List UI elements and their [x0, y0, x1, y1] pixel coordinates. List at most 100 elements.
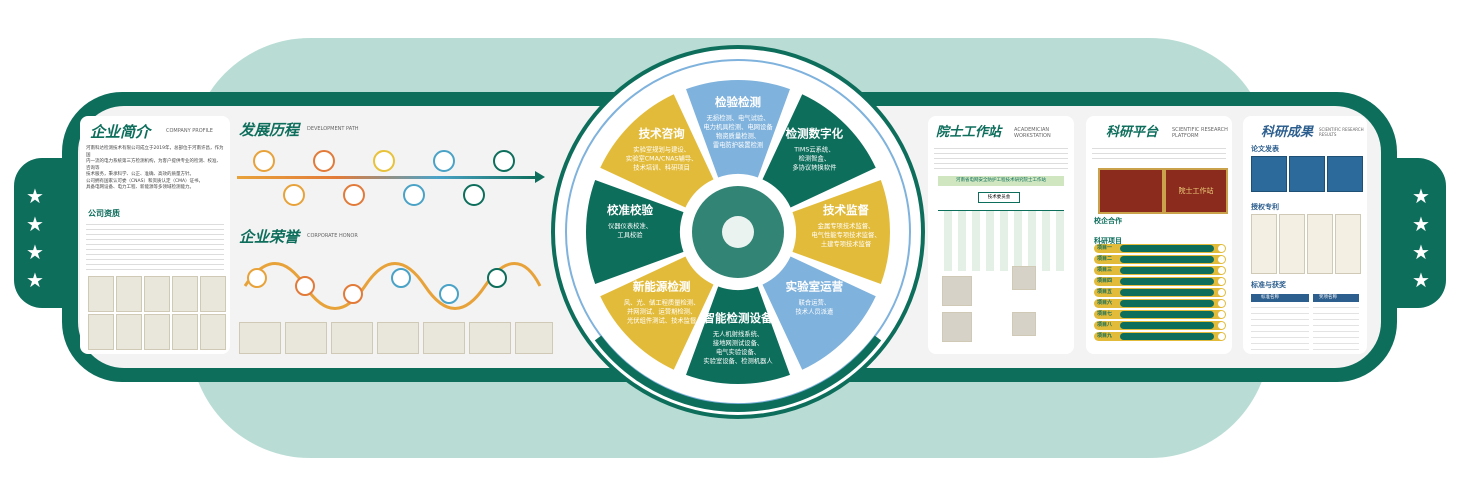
project-bar	[1120, 245, 1214, 252]
wheel-segment	[762, 256, 876, 370]
left-wing: ★ ★ ★ ★	[14, 158, 68, 308]
certificate-thumb	[88, 276, 114, 312]
segment-text: 联合运营、	[799, 297, 830, 306]
wheel-segment	[600, 94, 714, 208]
project-label: 项目三	[1097, 267, 1113, 273]
segment-text: 实验室CMA/CNAS辅导、	[626, 154, 697, 163]
profile-body: 河南科达检测技术有限公司成立于2019年，总部位于河南许昌，作为国 内一流的电力…	[86, 146, 224, 192]
project-label: 项目二	[1097, 256, 1113, 262]
star-icon: ★	[1412, 184, 1430, 208]
academician-banner: 河南省电网安全防护工程技术研究院士工作站	[938, 176, 1064, 186]
certificate-thumb	[88, 314, 114, 350]
certificate-thumb	[144, 276, 170, 312]
timeline-node	[493, 150, 515, 172]
arrow-icon	[535, 171, 545, 183]
company-profile-panel: 企业简介 COMPANY PROFILE 河南科达检测技术有限公司成立于2019…	[80, 116, 230, 354]
segment-label: 校准校验	[607, 203, 653, 217]
segment-label: 检验检测	[715, 95, 761, 109]
segment-text: 技术培训、科研项目	[633, 163, 690, 172]
project-label: 项目六	[1097, 300, 1113, 306]
star-icon: ★	[26, 212, 44, 236]
profile-line: 公司拥有国家认可委（CNAS）和资质认定（CMA）证书，	[86, 178, 204, 184]
project-item: 项目六	[1094, 299, 1226, 308]
segment-text: 实验室规划与建设、	[633, 145, 690, 154]
profile-title: 企业简介	[90, 123, 151, 141]
profile-line: 内一流的电力系统第三方检测机构，为客户提供专业的检测、校准、咨询等	[86, 159, 221, 171]
star-icon: ★	[26, 268, 44, 292]
patent-thumb	[1251, 214, 1277, 274]
org-chart	[938, 210, 1064, 271]
segment-label: 技术咨询	[639, 127, 685, 141]
project-bar	[1120, 256, 1214, 263]
research-text	[1092, 144, 1226, 162]
history-area: 发展历程 DEVELOPMENT PATH 企业荣誉 CORPORATE HON…	[235, 116, 555, 354]
history-title: 发展历程	[239, 121, 300, 139]
project-item: 项目五	[1094, 288, 1226, 297]
project-bar	[1120, 267, 1214, 274]
segment-text: 仪器仪表校准、	[608, 221, 652, 230]
profile-line: 河南科达检测技术有限公司成立于2019年，总部位于河南许昌，作为国	[86, 146, 224, 158]
history-subtitle: DEVELOPMENT PATH	[307, 126, 359, 132]
chevron-right-icon	[1218, 322, 1225, 329]
segment-text: 无损检测、电气试验、	[707, 113, 770, 122]
honor-curve	[243, 262, 542, 310]
portrait-photo	[942, 312, 972, 342]
certificate-thumb	[144, 314, 170, 350]
award-head: 奖项名称	[1319, 295, 1337, 300]
results-subtitle: SCIENTIFIC RESEARCH RESULTS	[1319, 127, 1364, 137]
certificate-thumb	[172, 276, 198, 312]
timeline-node	[313, 150, 335, 172]
journal-cover	[1327, 156, 1363, 192]
segment-text: 无人机射线系统、	[713, 329, 763, 338]
wheel-segment	[586, 180, 684, 284]
profile-section: 公司资质	[88, 209, 120, 218]
project-bar	[1120, 333, 1214, 340]
project-item: 项目八	[1094, 321, 1226, 330]
results-title: 科研成果	[1261, 125, 1314, 140]
profile-line: 具备电网设备、电力工程、新能源等多领域检测能力。	[86, 185, 194, 190]
project-bar	[1120, 278, 1214, 285]
timeline-node	[373, 150, 395, 172]
project-label: 项目一	[1097, 245, 1113, 251]
project-bar	[1120, 289, 1214, 296]
segment-label: 技术监督	[823, 203, 869, 217]
org-head: 技术委员会	[978, 192, 1020, 203]
project-list: 项目一项目二项目三项目四项目五项目六项目七项目八项目九	[1094, 244, 1226, 343]
academician-text	[934, 144, 1068, 170]
certificate-thumb	[200, 314, 226, 350]
portrait-photo	[1012, 266, 1036, 290]
portrait-photo	[942, 276, 972, 306]
honor-thumb	[469, 322, 511, 354]
project-bar	[1120, 300, 1214, 307]
chevron-right-icon	[1218, 311, 1225, 318]
segment-text: 多协议转换软件	[792, 163, 836, 172]
star-icon: ★	[1412, 268, 1430, 292]
segment-text: 物资质量检测、	[716, 131, 760, 140]
results-section: 标准与获奖	[1251, 281, 1286, 289]
project-item: 项目七	[1094, 310, 1226, 319]
segment-text: 电气实验设备、	[716, 347, 760, 356]
segment-label: 实验室运营	[786, 279, 844, 293]
wheel-segment	[686, 286, 790, 385]
plaque-image	[1098, 168, 1164, 214]
chevron-right-icon	[1218, 245, 1225, 252]
honor-title: 企业荣誉	[239, 228, 300, 246]
journal-cover	[1289, 156, 1325, 192]
honor-thumb	[515, 322, 553, 354]
award-head: 标准名称	[1261, 295, 1279, 300]
academician-subtitle: ACADEMICIAN WORKSTATION	[1014, 127, 1051, 139]
honor-thumb	[377, 322, 419, 354]
results-section: 论文发表	[1251, 145, 1279, 153]
segment-label: 检测数字化	[786, 127, 844, 141]
chevron-right-icon	[1218, 333, 1225, 340]
project-item: 项目一	[1094, 244, 1226, 253]
honor-thumb	[331, 322, 373, 354]
segment-text: TIMS云系统、	[793, 145, 834, 154]
award-table	[1313, 294, 1359, 352]
chevron-right-icon	[1218, 278, 1225, 285]
research-subtitle: SCIENTIFIC RESEARCH PLATFORM	[1172, 127, 1228, 139]
plaque-image: 院士工作站	[1164, 168, 1228, 214]
logo-hub	[722, 216, 754, 248]
star-icon: ★	[26, 184, 44, 208]
certificate-thumb	[172, 314, 198, 350]
